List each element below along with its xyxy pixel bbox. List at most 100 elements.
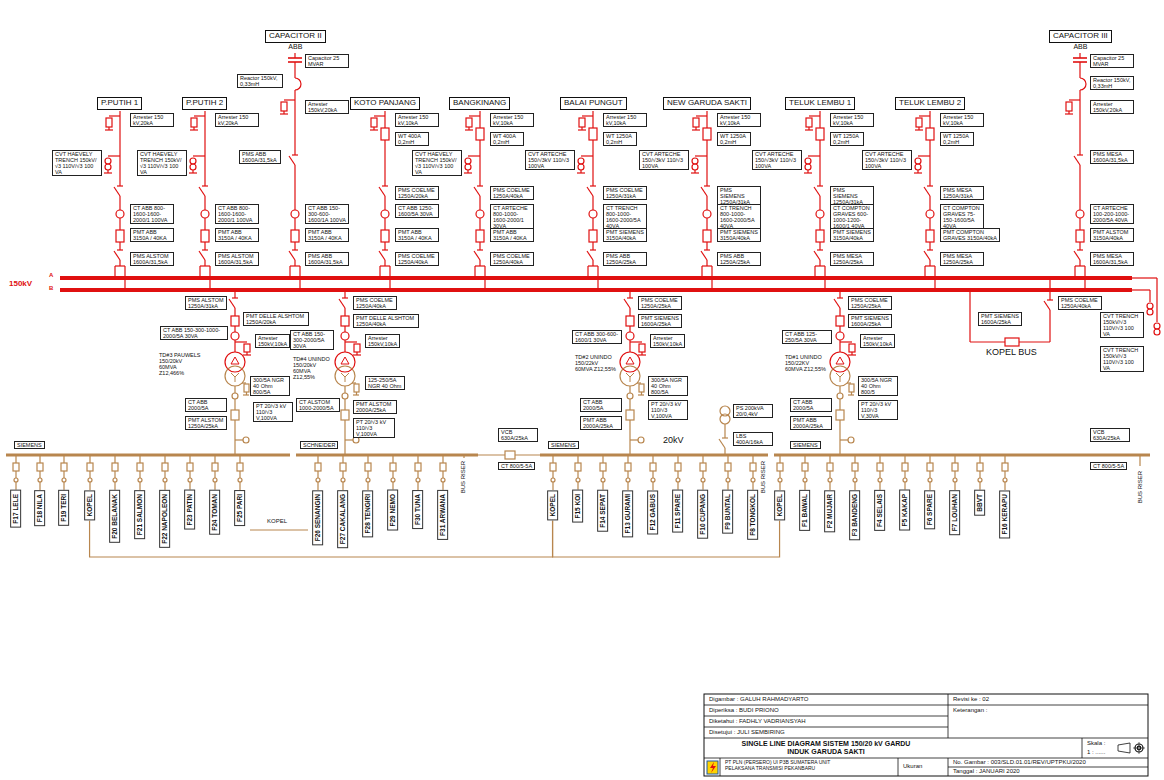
plain-label: TD#2 UNINDO 150/22kV 60MVA Z12,55% (574, 354, 618, 372)
label-box: CVT ARTECHE 150/√3kV 110/√3 100VA (862, 150, 912, 170)
disconnector-symbol (817, 185, 823, 186)
label-box: PMS COELME 1250A/40kA (1058, 296, 1102, 310)
bus-label: A (48, 272, 54, 279)
feeder-box: F13 GURAMI (622, 490, 633, 537)
wire (815, 265, 825, 266)
ct-symbol (627, 393, 633, 399)
label-box: PMS ABB 1600A/31,5kA (305, 252, 349, 266)
feeder-name: KOPEL (86, 494, 93, 516)
wire (724, 424, 725, 438)
wire (344, 290, 345, 298)
label-box: LBS 400A/16kA (733, 432, 773, 446)
label-box: PMS COELME 1250A/31kA (603, 186, 647, 200)
reactor-symbol (1080, 78, 1086, 90)
ct-symbol (138, 478, 142, 482)
equipment-label: CT TRENCH 800-1000-1600-2000/5A 40VA (717, 204, 761, 230)
disconnector-symbol (292, 154, 298, 155)
label-box: CT ARTECHE 800-1000-1600-2000/1 30VA (490, 204, 534, 230)
feeder-name: F29 NEMO (389, 494, 396, 527)
ct-symbol (726, 478, 730, 482)
equipment-label: Arrester 150kV,10kA (255, 334, 290, 348)
breaker-symbol (836, 316, 844, 326)
label-box: BUS RISER (760, 460, 767, 494)
wire (479, 260, 480, 266)
label-box: SIEMENS (790, 441, 821, 449)
equipment-label: WT 1250A 0,2mH (830, 132, 864, 146)
bay-name: TELUK LEMBU 2 (895, 97, 965, 110)
capacitor-symbol (288, 57, 302, 59)
feeder-box: F14 SEPAT (597, 490, 608, 532)
wire (234, 290, 235, 298)
ground-symbol (804, 172, 812, 173)
equipment-label: Arrester 150kV,10kA (650, 334, 685, 348)
equipment-label: Arrester 150kV,20kA (1090, 100, 1134, 114)
wire (209, 266, 210, 290)
equipment-label: 125-250/5A NGR 40 Ohm (365, 376, 405, 390)
wire (284, 99, 295, 100)
equipment-label: Arrester 150 kV,20kA (130, 113, 174, 127)
ct-symbol (576, 478, 580, 482)
ground-symbol (692, 129, 700, 130)
disconnector-symbol (1074, 156, 1080, 165)
label-box: Reactor 150kV, 0,33mH (1090, 76, 1134, 90)
breaker-symbol (365, 463, 371, 471)
label-box: PMS ABB 1250A/25kA (717, 252, 761, 266)
plain-label: Digambar : GALUH RAHMADYARTO (708, 696, 809, 703)
disconnector-symbol (701, 251, 707, 260)
equipment-label: CT ABB 125-250/5A 30VA (782, 330, 832, 344)
wire (1079, 62, 1080, 78)
bay-name: TELUK LEMBU 1 (785, 97, 855, 110)
label-box: Tanggal : JANUARI 2020 (952, 768, 1021, 775)
wye-symbol (235, 373, 239, 377)
breaker-symbol (675, 463, 681, 471)
equipment-label: Reactor 150kV, 0,33mH (237, 74, 283, 88)
breaker-symbol (626, 410, 634, 420)
feeder-name: F19 TERI (60, 494, 67, 522)
bay-name: P.PUTIH 1 (97, 97, 142, 110)
ground-symbol (243, 394, 249, 395)
projection-symbol (1139, 742, 1140, 754)
company-logo (707, 761, 718, 774)
label-box: WT 1250A 0,2mH (830, 132, 864, 146)
ct-symbol (188, 478, 192, 482)
ct-symbol (201, 210, 209, 218)
delta-symbol (626, 357, 634, 364)
label-box: Arrester 150 kV,10kA (395, 113, 439, 127)
feeder-name: F21 SALMON (136, 494, 143, 535)
kopel-line (250, 529, 308, 530)
equipment-label: Arrester 150kV,10kA (365, 334, 400, 348)
label-box: PMS MESA 1250A/31kA (940, 186, 984, 200)
wye-symbol (840, 373, 844, 377)
feeder-name: F1 BAWAL (801, 494, 808, 527)
ct-symbol (751, 478, 755, 482)
wire (193, 155, 205, 156)
ct-symbol (238, 478, 242, 482)
label-box: Capacitor 25 MVAR (305, 54, 349, 68)
ground-symbol (1065, 113, 1073, 114)
label-box: TD#4 UNINDO 150/20kV 60MVA Z12,55% (292, 356, 334, 380)
label-box: Arrester 150kV,20kA (1090, 100, 1134, 114)
disconnector-symbol (229, 299, 235, 308)
wire (629, 308, 630, 352)
label-box: Diketahui : FADHLY VADRIANSYAH (708, 718, 807, 725)
wire (1069, 99, 1080, 100)
label-box: VCB 630A/25kA (498, 428, 538, 442)
bay-header: BALAI PUNGUT (560, 97, 627, 110)
equipment-label: SIEMENS (790, 441, 821, 449)
busbar-20kv (6, 454, 290, 457)
label-box: WT 400A 0,2mH (395, 132, 429, 146)
equipment-label: PMT ALSTOM 3150A/40kA (1090, 228, 1134, 242)
equipment-label: PMT SIEMENS 1600A/25kA (848, 314, 892, 328)
equipment-label: PT 20/√3 kV 110/√3 V,30VA (858, 400, 898, 420)
ct-symbol (316, 478, 320, 482)
equipment-label: PMS ALSTOM 1250A/31kA (185, 296, 227, 310)
wire (380, 265, 390, 266)
wire (592, 111, 593, 186)
breaker-symbol (112, 463, 118, 471)
ct-symbol (836, 332, 844, 340)
breaker-symbol (201, 230, 209, 242)
breaker-symbol (505, 451, 515, 459)
label-box: KOPEL BUS (985, 348, 1038, 358)
disconnector-symbol (289, 251, 295, 260)
